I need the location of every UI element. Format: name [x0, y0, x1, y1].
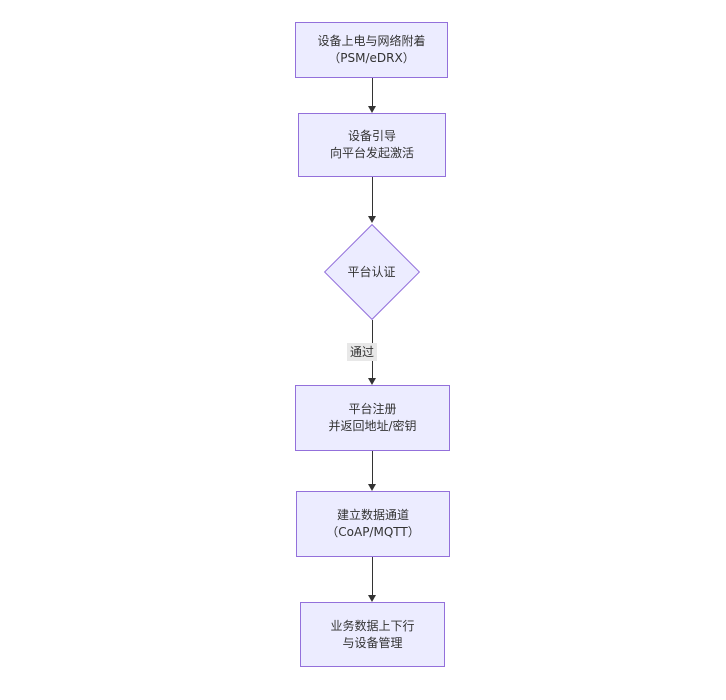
node-data-channel: 建立数据通道 （CoAP/MQTT） [296, 491, 450, 557]
node-text-line: 建立数据通道 [336, 508, 409, 522]
edge-power-to-bootstrap [367, 78, 377, 113]
node-platform-register: 平台注册 并返回地址/密钥 [295, 385, 450, 451]
arrowhead-down-icon [368, 106, 376, 113]
arrowhead-down-icon [368, 595, 376, 602]
node-text-line: 平台注册 [348, 402, 397, 416]
edge-channel-to-business [367, 557, 377, 602]
node-text-line: 向平台发起激活 [329, 146, 414, 160]
edge-line [371, 78, 373, 106]
node-text-line: 与设备管理 [342, 635, 403, 650]
edge-line [371, 451, 373, 484]
node-text-line: 并返回地址/密钥 [328, 419, 417, 433]
node-device-bootstrap: 设备引导 向平台发起激活 [298, 113, 446, 177]
edge-line [371, 557, 373, 595]
arrowhead-down-icon [368, 484, 376, 491]
node-text-line: （CoAP/MQTT） [326, 525, 420, 539]
node-text-line: 设备上电与网络附着 [317, 34, 426, 48]
arrowhead-down-icon [368, 378, 376, 385]
node-text-line: （PSM/eDRX） [328, 51, 415, 65]
node-text-line: 业务数据上下行 [330, 618, 415, 633]
node-power-network-attach: 设备上电与网络附着 （PSM/eDRX） [295, 22, 448, 78]
arrowhead-down-icon [368, 216, 376, 223]
node-text-line: 设备引导 [347, 129, 396, 143]
edge-line [371, 177, 373, 216]
decision-platform-auth: 平台认证 [323, 223, 420, 320]
edge-label-pass: 通过 [346, 343, 378, 361]
node-business-data: 业务数据上下行 与设备管理 [300, 602, 445, 667]
edge-register-to-channel [367, 451, 377, 491]
node-text-line: 平台认证 [347, 265, 396, 279]
edge-bootstrap-to-auth [367, 177, 377, 223]
